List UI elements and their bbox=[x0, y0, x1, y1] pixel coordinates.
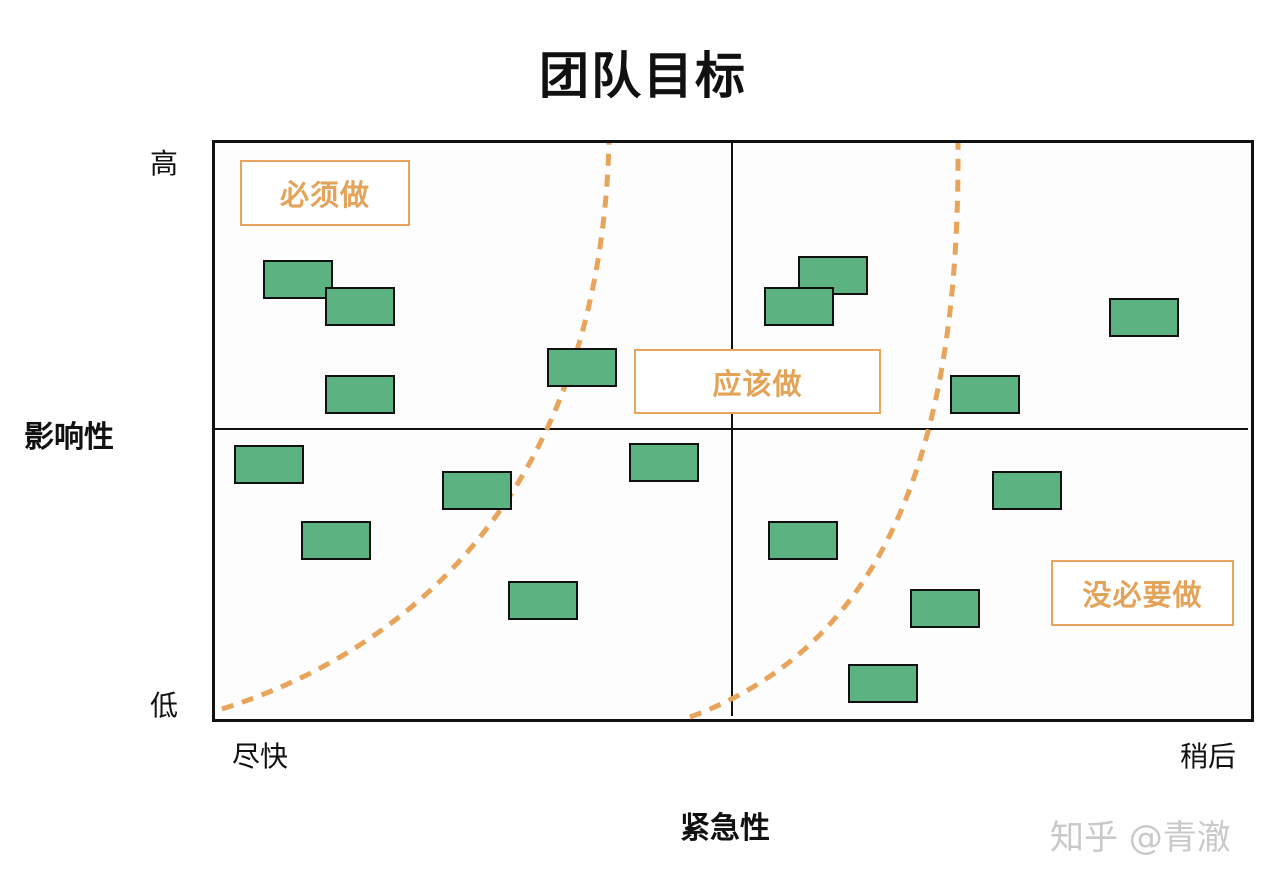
task-block bbox=[992, 471, 1062, 510]
task-block bbox=[1109, 298, 1179, 337]
watermark: 知乎 @青澈 bbox=[1050, 818, 1231, 858]
task-block bbox=[234, 445, 304, 484]
task-block bbox=[950, 375, 1020, 414]
task-block bbox=[325, 287, 395, 326]
boundary-curve-left bbox=[221, 142, 612, 712]
task-block bbox=[508, 581, 578, 620]
task-block bbox=[442, 471, 512, 510]
zone-label-must: 必须做 bbox=[240, 160, 410, 226]
diagram-title: 团队目标 bbox=[539, 47, 747, 105]
task-block bbox=[263, 260, 333, 299]
y-axis-title: 影响性 bbox=[24, 420, 114, 455]
y-axis-low-label: 低 bbox=[150, 689, 179, 722]
boundary-curve-right bbox=[689, 142, 961, 720]
zone-label-should: 应该做 bbox=[634, 349, 881, 414]
task-block bbox=[768, 521, 838, 560]
task-block bbox=[629, 443, 699, 482]
task-block bbox=[848, 664, 918, 703]
task-block bbox=[301, 521, 371, 560]
task-block bbox=[910, 589, 980, 628]
x-axis-end-label: 稍后 bbox=[1180, 740, 1237, 773]
task-block bbox=[325, 375, 395, 414]
task-block bbox=[547, 348, 617, 387]
x-axis-title: 紧急性 bbox=[680, 811, 770, 846]
x-axis-start-label: 尽快 bbox=[232, 740, 289, 773]
task-block bbox=[764, 287, 834, 326]
y-axis-high-label: 高 bbox=[150, 147, 179, 180]
zone-label-not-needed: 没必要做 bbox=[1051, 560, 1234, 626]
